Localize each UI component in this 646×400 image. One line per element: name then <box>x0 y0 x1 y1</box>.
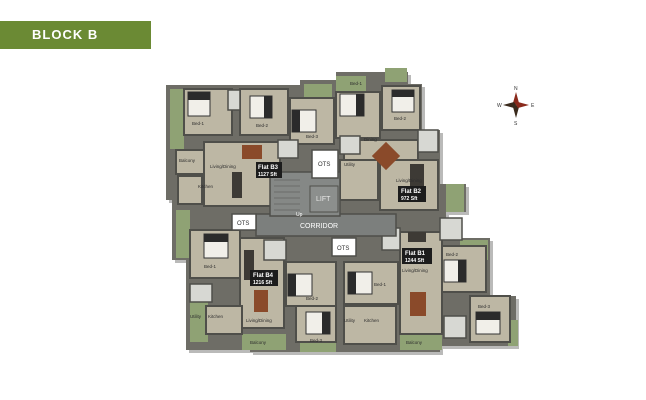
flat-b4-name: Flat B4 <box>253 273 274 279</box>
room-label: Dining <box>364 137 377 142</box>
ots-shaft-top <box>311 149 339 179</box>
stair-up-label: Up <box>296 212 303 218</box>
flat-b2-area: 972 Sft <box>401 196 418 202</box>
room-label: Living/Dining <box>402 268 428 273</box>
room-label: Bed-3 <box>310 338 323 343</box>
room-label: Utility <box>344 318 356 323</box>
room-label: Bed-2 <box>446 252 459 257</box>
flat-b3-tag: Flat B3 1127 Sft <box>256 162 282 178</box>
flat-b2-tag: Flat B2 972 Sft <box>398 186 426 202</box>
corridor-label: CORRIDOR <box>300 223 338 230</box>
room-label: Kitchen <box>208 314 224 319</box>
room-label: Utility <box>344 162 356 167</box>
toilets <box>189 89 467 339</box>
room-label: Living/Dining <box>246 318 272 323</box>
ots-label-left: OTS <box>237 221 249 227</box>
room-label: Bed-2 <box>306 296 319 301</box>
room-label: Utility <box>190 314 202 319</box>
room-label: Bed-2 <box>394 116 407 121</box>
ots-shaft-right <box>331 237 357 257</box>
flat-b1-tag: Flat B1 1244 Sft <box>402 248 432 264</box>
room-labels: Bed-1 Bed-2 Bed-3 Living/Dining Balcony … <box>179 81 491 345</box>
room-label: Living/Dining <box>210 164 236 169</box>
compass-e: E <box>531 103 535 109</box>
flat-b3-name: Flat B3 <box>258 165 279 171</box>
flat-b1-name: Flat B1 <box>405 251 426 257</box>
room-label: Balcony <box>250 340 267 345</box>
room-label: Bed-1 <box>350 81 363 86</box>
room-label: Bed-1 <box>192 121 205 126</box>
block-title: BLOCK B <box>32 27 99 42</box>
room-label: Kitchen <box>198 184 214 189</box>
compass-n: N <box>514 86 518 92</box>
flat-b1-area: 1244 Sft <box>405 258 425 264</box>
flat-b3-area: 1127 Sft <box>258 172 277 178</box>
room-label: Bed-2 <box>256 123 269 128</box>
room-label: Living/Dining <box>396 178 422 183</box>
room-label: Balcony <box>406 340 423 345</box>
room-label: Kitchen <box>364 318 380 323</box>
sofas <box>232 164 426 280</box>
stair-treads <box>274 179 300 211</box>
compass-w: W <box>497 103 502 109</box>
room-label: Bed-1 <box>374 282 387 287</box>
lift-label: LIFT <box>316 196 331 203</box>
room-label: Bed-3 <box>478 304 491 309</box>
flat-b4-area: 1216 Sft <box>253 280 273 286</box>
flat-b4-tag: Flat B4 1216 Sft <box>250 270 278 286</box>
ots-label-right: OTS <box>337 246 349 252</box>
ots-shaft-left <box>231 213 257 231</box>
beds <box>187 89 501 335</box>
room-label: Bed-3 <box>306 134 319 139</box>
block-title-banner: BLOCK B <box>0 21 151 49</box>
room-label: Balcony <box>179 158 196 163</box>
room-label: Bed-1 <box>204 264 217 269</box>
flat-b2-name: Flat B2 <box>401 189 422 195</box>
ots-label-top: OTS <box>318 162 330 168</box>
lift-box <box>309 185 339 213</box>
compass-icon: N S W E <box>497 86 535 126</box>
compass-s: S <box>514 121 518 126</box>
